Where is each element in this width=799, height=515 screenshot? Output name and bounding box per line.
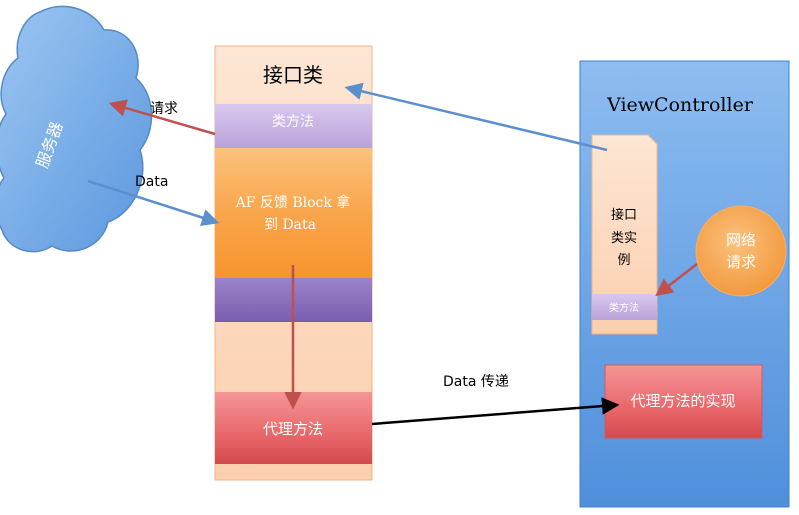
interface-instance-line2: 类实 (611, 231, 637, 246)
interface-instance-line3: 例 (617, 253, 630, 268)
request-arrow-label: 请求 (150, 101, 178, 117)
network-request-arrow (655, 263, 698, 297)
data-arrow (87, 179, 220, 227)
instance-class-method-box (592, 294, 657, 320)
cloud-shape (0, 5, 153, 253)
network-request-circle (695, 205, 787, 297)
af-block-label-line1: AF 反馈 Block 拿 (235, 194, 351, 211)
arrows: 请求 Data Data 传递 (87, 82, 698, 426)
data-arrow-label: Data (135, 174, 168, 190)
request-arrow (108, 99, 216, 136)
network-request-line2: 请求 (726, 253, 756, 271)
data-transfer-label: Data 传递 (443, 374, 509, 390)
class-method-box (215, 104, 372, 148)
interface-instance-line1: 接口 (611, 207, 637, 223)
delegate-impl-label: 代理方法的实现 (630, 392, 735, 410)
delegate-impl-box (604, 364, 763, 439)
instance-class-method-label: 类方法 (609, 301, 639, 314)
view-controller-title: ViewController (606, 94, 754, 116)
server-cloud: 服务器 (0, 5, 153, 253)
interface-class-title: 接口类 (263, 63, 323, 87)
instance-to-class-arrow (344, 82, 608, 152)
class-method-label: 类方法 (272, 114, 314, 130)
af-block-box (215, 148, 372, 278)
network-request-line1: 网络 (726, 231, 756, 249)
view-controller-panel: ViewController 接口 类实 例 类方法 网络 请求 代理方法的实现 (579, 60, 790, 508)
delegate-method-label: 代理方法 (263, 420, 323, 438)
af-block-label-line2: 到 Data (264, 217, 316, 233)
interface-class-column: 接口类 类方法 AF 反馈 Block 拿 到 Data 代理方法 (214, 45, 373, 481)
data-transfer-arrow (371, 397, 620, 426)
